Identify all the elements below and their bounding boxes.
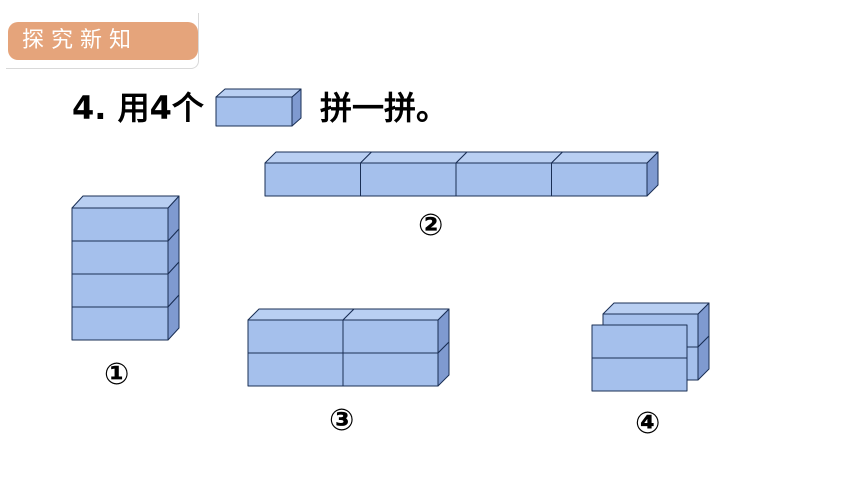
block-top-face [360, 151, 468, 164]
block-top-face [455, 151, 563, 164]
block-front-face [247, 352, 344, 387]
block-front-face [455, 162, 552, 197]
block-front-face [71, 306, 169, 341]
block [215, 88, 302, 127]
label-arrangement-1: ① [104, 357, 130, 392]
arrangement-3-blocks [247, 308, 450, 387]
block [247, 308, 355, 354]
block-front-face [591, 324, 688, 359]
arrangement-4-blocks [591, 302, 710, 392]
block-front-face [215, 96, 293, 127]
block [551, 151, 659, 197]
block-top-face [215, 88, 302, 98]
block-top-face [71, 195, 180, 209]
block-top-face [342, 308, 450, 321]
block [455, 151, 563, 197]
block-front-face [360, 162, 457, 197]
block-front-face [71, 240, 169, 275]
label-arrangement-2: ② [418, 208, 444, 243]
block-top-face [247, 308, 355, 321]
block-front-face [342, 319, 439, 354]
block-top-face [602, 302, 710, 315]
label-arrangement-3: ③ [329, 403, 355, 438]
block-front-face [591, 357, 688, 392]
prompt-suffix: 拼一拼。 [320, 89, 449, 127]
block-front-face [551, 162, 648, 197]
block [71, 195, 180, 242]
block-front-face [342, 352, 439, 387]
block [591, 324, 688, 359]
block-front-face [264, 162, 361, 197]
sample-block [215, 88, 302, 127]
block [342, 308, 450, 354]
block-top-face [551, 151, 659, 164]
arrangement-1-blocks [71, 195, 180, 341]
block [71, 294, 180, 341]
block [342, 341, 450, 387]
block-front-face [247, 319, 344, 354]
label-arrangement-4: ④ [635, 406, 661, 441]
prompt-prefix: 4. 用4个 [72, 89, 204, 127]
block-front-face [71, 273, 169, 308]
block [247, 352, 344, 387]
block [591, 357, 688, 392]
header-frame [6, 13, 199, 69]
block-front-face [71, 207, 169, 242]
block [264, 151, 372, 197]
block [360, 151, 468, 197]
arrangement-2-blocks [264, 151, 659, 197]
section-tab: 探究新知 [8, 22, 198, 60]
block-top-face [264, 151, 372, 164]
